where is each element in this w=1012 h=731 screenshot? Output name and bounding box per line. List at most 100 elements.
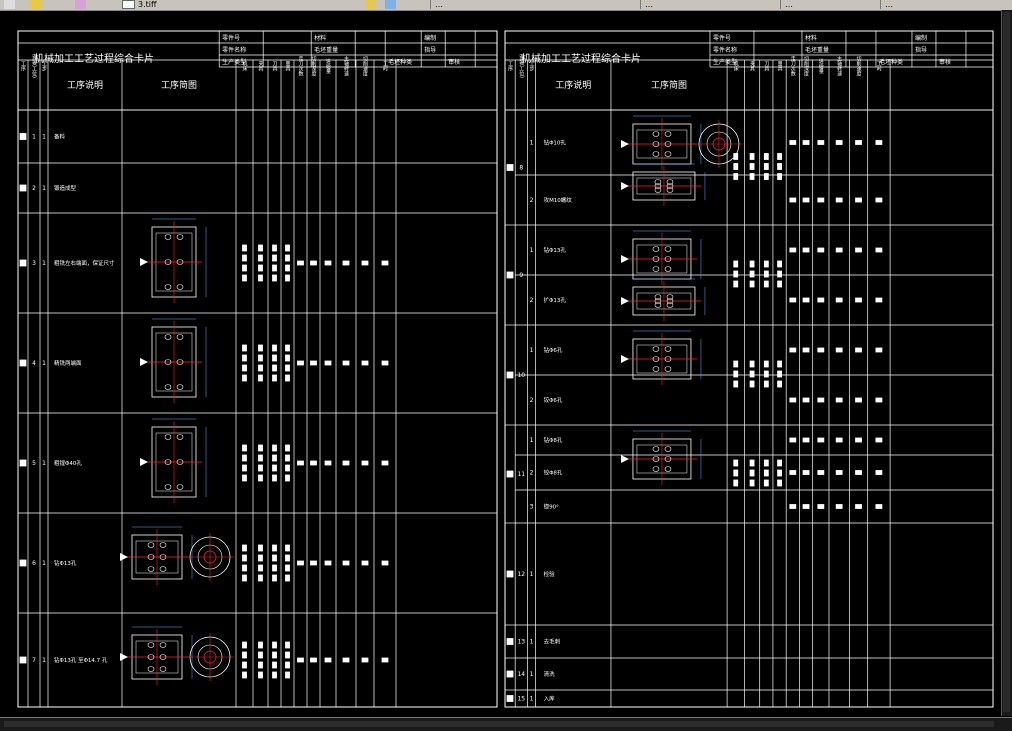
layer-state-icon[interactable] (365, 0, 376, 9)
vertical-scrollbar[interactable] (1001, 10, 1012, 716)
document-icon[interactable] (122, 0, 135, 9)
header-label: 毛坯种类 (388, 58, 412, 66)
row-step-no: 1 (42, 560, 46, 567)
row-description: 检验 (544, 570, 556, 578)
process-sketch (120, 526, 234, 585)
row-step-no: 1 (530, 140, 534, 147)
layer-dropdown[interactable]: … (430, 0, 555, 9)
row-process-no: 13 (517, 639, 525, 646)
row-process-no: 9 (519, 272, 523, 279)
row-description: 铰Φ8孔 (544, 469, 563, 477)
column-header: 机床 (733, 60, 739, 72)
header-label: 零件名称 (713, 46, 737, 54)
row-description: 入库 (544, 695, 556, 703)
row-description: 锪90° (544, 503, 559, 511)
lineweight-dropdown[interactable]: … (880, 0, 1005, 9)
column-header: 工步 (528, 61, 534, 72)
row-step-no: 1 (530, 347, 534, 354)
linetype-dropdown[interactable]: … (780, 0, 865, 9)
row-step-no: 2 (530, 297, 534, 304)
column-header: 工时 (876, 61, 882, 71)
row-step-no: 3 (530, 504, 534, 511)
card-title: 机械加工工艺过程综合卡片 (34, 52, 154, 65)
card-title: 机械加工工艺过程综合卡片 (521, 52, 641, 65)
row-process-no: 1 (32, 134, 36, 141)
header-label: 零件号 (713, 34, 731, 42)
process-sketch (620, 230, 702, 285)
header-label: 生产类型 (222, 58, 246, 66)
row-process-no: 10 (517, 372, 525, 379)
process-sketch (620, 163, 706, 206)
row-process-no: 4 (32, 360, 36, 367)
column-header: 切削深度 (803, 55, 809, 77)
drawing-canvas[interactable]: 机械加工工艺过程综合卡片零件号零件名称生产类型材料毛坯重量毛坯种类编制指导审核工… (0, 10, 1002, 718)
header-label: 编制 (424, 34, 436, 42)
process-sketch (140, 418, 207, 503)
column-header: 切削速度 (362, 55, 368, 77)
column-header: 切削速度 (856, 55, 862, 77)
column-header: 量具 (285, 60, 291, 72)
row-description: 去毛刺 (544, 638, 561, 646)
column-header: 工序 (20, 61, 26, 72)
row-description: 钻Φ13孔 至Φ14.7 孔 (54, 656, 108, 664)
row-process-no: 7 (32, 657, 36, 664)
layer-icon[interactable] (75, 0, 86, 9)
row-description: 锻造成型 (54, 184, 77, 192)
row-step-no: 2 (530, 197, 534, 204)
row-step-no: 1 (42, 360, 46, 367)
row-process-no: 12 (517, 571, 525, 578)
column-header: 夹具 (258, 60, 264, 72)
horizontal-scrollbar[interactable] (0, 717, 1012, 731)
header-label: 材料 (314, 34, 326, 42)
row-description: 粗镗Φ40孔 (54, 459, 82, 467)
row-process-no: 2 (32, 185, 36, 192)
header-label: 零件号 (222, 34, 240, 42)
column-header: 工步 (41, 61, 47, 72)
row-step-no: 1 (42, 134, 46, 141)
header-label: 生产类型 (713, 58, 737, 66)
column-header: 工序说明 (67, 79, 103, 91)
row-step-no: 1 (530, 247, 534, 254)
row-description: 钻Φ8孔 (544, 436, 563, 444)
row-step-no: 2 (530, 397, 534, 404)
column-header: 工序 (507, 61, 513, 72)
process-card-right: 机械加工工艺过程综合卡片零件号零件名称生产类型材料毛坯重量毛坯种类编制指导审核工… (504, 30, 994, 708)
column-header: 切削深度 (311, 55, 317, 77)
row-step-no: 1 (530, 696, 534, 703)
open-folder-icon[interactable] (30, 0, 41, 9)
header-label: 指导 (915, 46, 927, 54)
row-process-no: 15 (517, 696, 525, 703)
row-description: 钻Φ10孔 (544, 139, 567, 147)
row-process-no: 5 (32, 460, 36, 467)
header-label: 毛坯重量 (314, 46, 338, 54)
column-header: 安装(工位) (518, 53, 524, 78)
title-toolbar: 3.tiff … … … … (0, 0, 1012, 11)
row-description: 钻Φ13孔 (544, 246, 567, 254)
column-header: 工序简图 (161, 79, 197, 91)
row-process-no: 3 (32, 260, 36, 267)
color-dropdown[interactable]: … (640, 0, 735, 9)
row-step-no: 1 (530, 671, 534, 678)
row-step-no: 1 (530, 639, 534, 646)
process-card-left: 机械加工工艺过程综合卡片零件号零件名称生产类型材料毛坯重量毛坯种类编制指导审核工… (17, 30, 498, 708)
properties-icon[interactable] (385, 0, 396, 9)
row-description: 钻Φ6孔 (544, 346, 563, 354)
column-header: 夹具 (749, 60, 755, 72)
header-label: 毛坯种类 (879, 58, 903, 66)
row-step-no: 1 (42, 260, 46, 267)
process-sketch (620, 115, 743, 170)
process-sketch (140, 218, 207, 303)
row-process-no: 11 (517, 471, 525, 478)
toolbar-file-label[interactable]: 3.tiff (138, 0, 157, 9)
menu-icon[interactable] (4, 0, 15, 9)
header-label: 零件名称 (222, 46, 246, 54)
row-description: 攻M10螺纹 (544, 196, 573, 204)
row-step-no: 1 (530, 437, 534, 444)
row-step-no: 1 (42, 185, 46, 192)
process-sketch (620, 278, 706, 321)
row-description: 备料 (54, 133, 66, 141)
header-label: 材料 (805, 34, 817, 42)
row-step-no: 1 (530, 571, 534, 578)
column-header: 进给量 (818, 58, 824, 75)
header-label: 审核 (448, 58, 460, 66)
